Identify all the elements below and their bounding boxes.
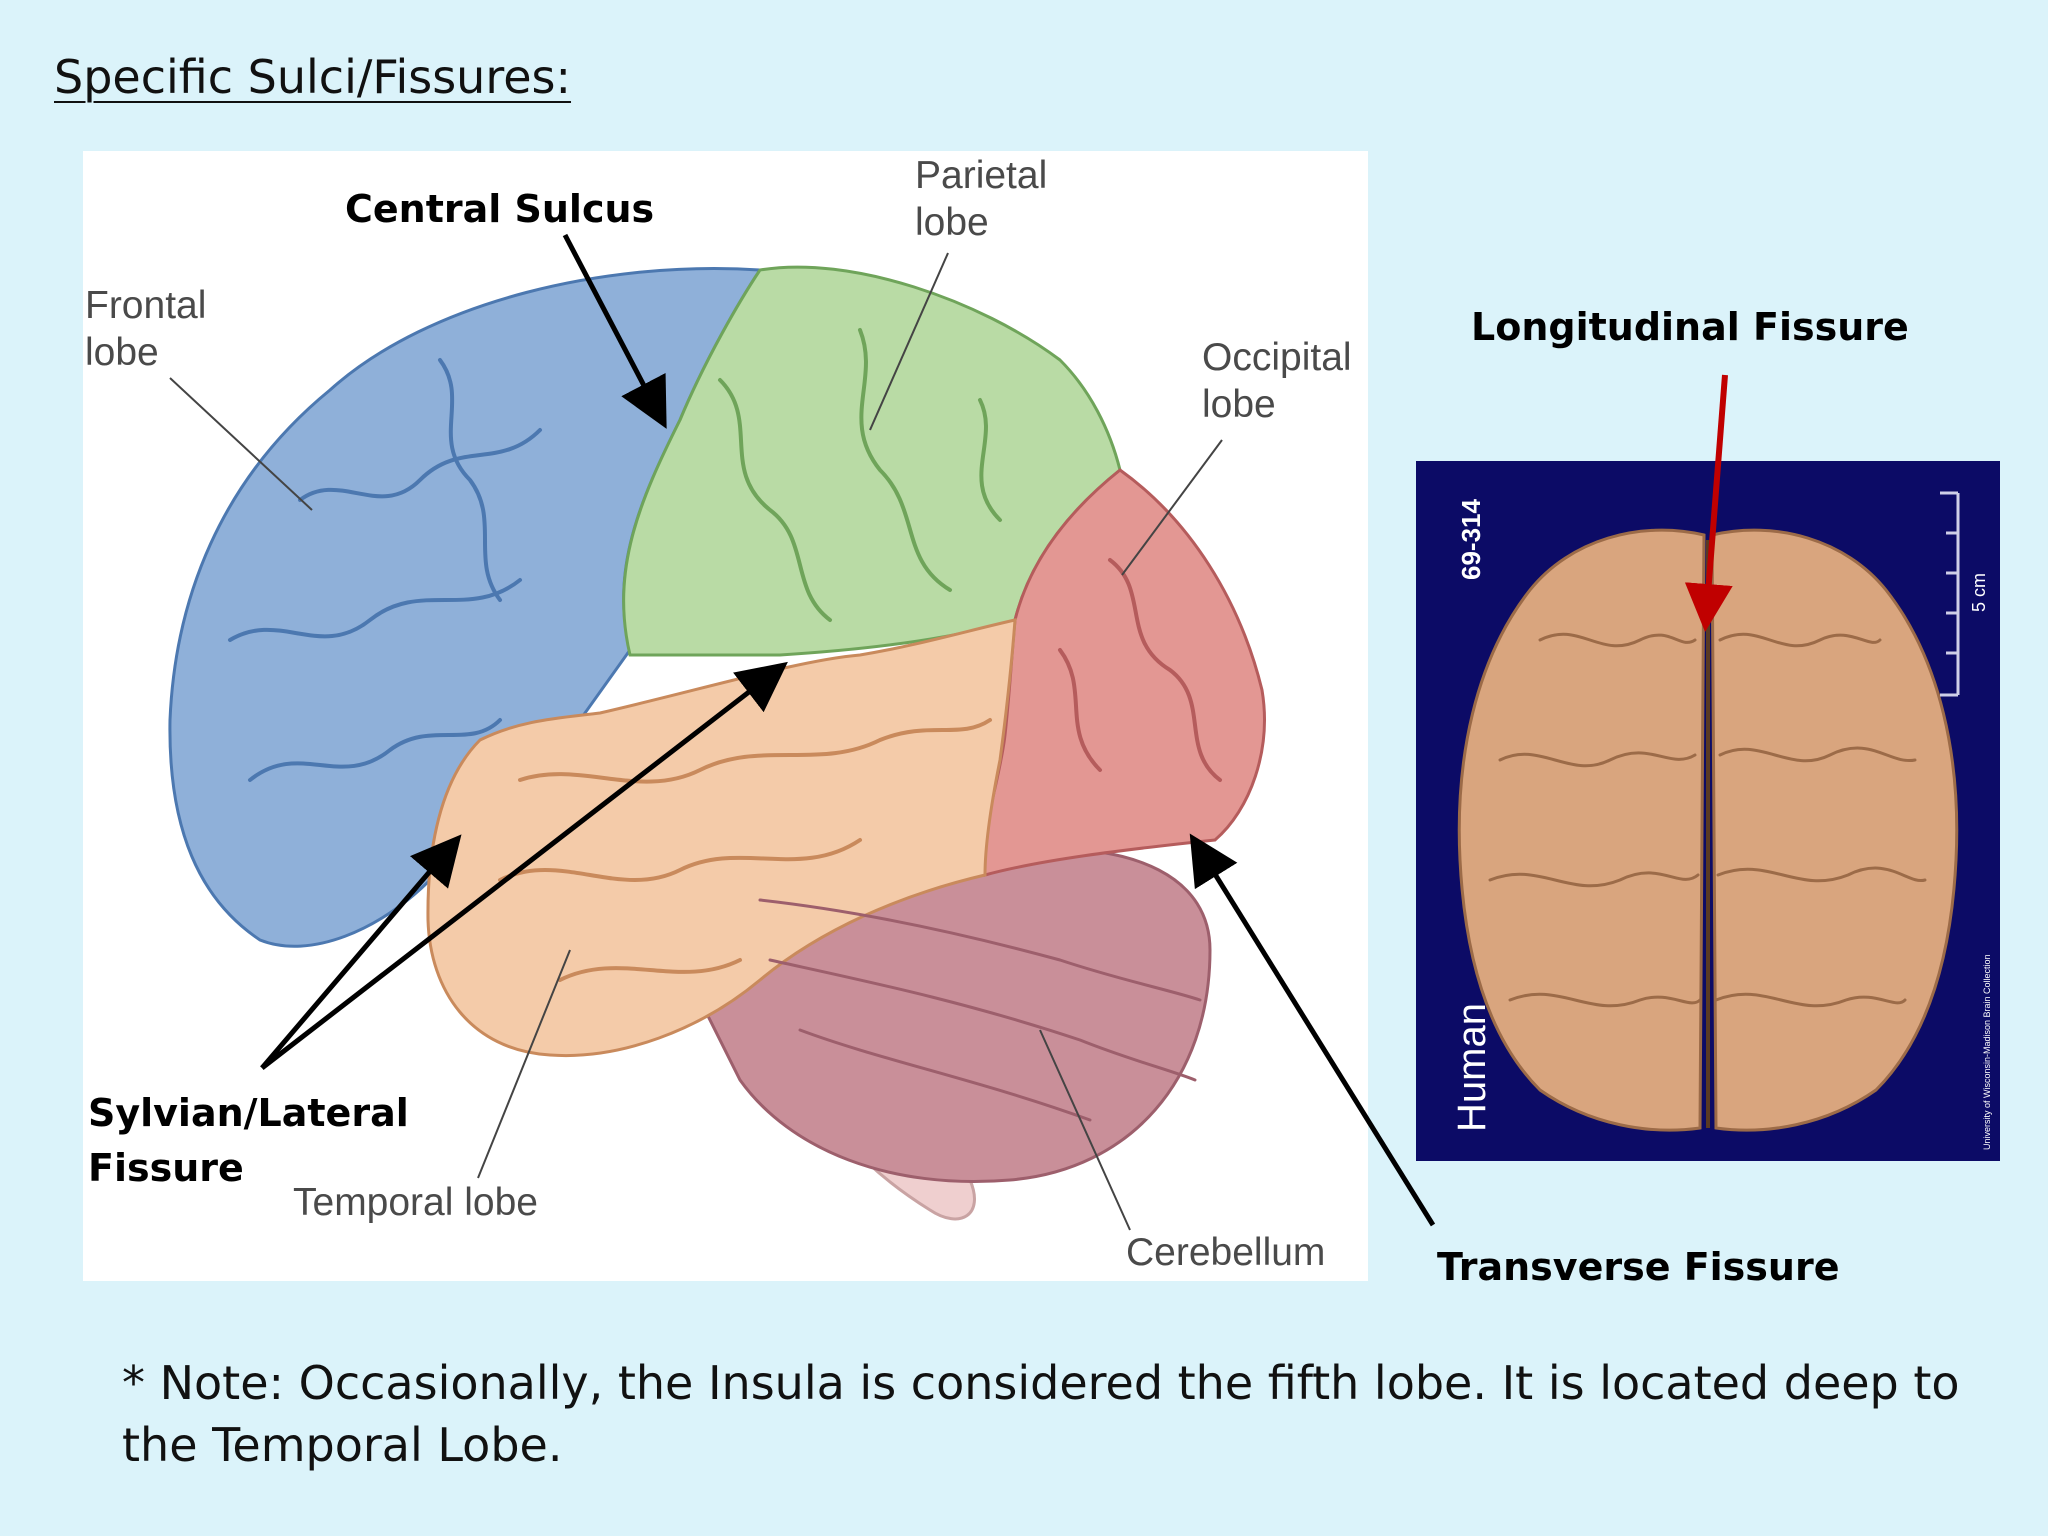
species-label: Human — [1450, 1003, 1494, 1132]
collection-credit: University of Wisconsin-Madison Brain Co… — [1982, 954, 1992, 1150]
specimen-id: 69-314 — [1456, 499, 1486, 580]
gyri-detail — [228, 328, 1222, 1122]
slide-title: Specific Sulci/Fissures: — [54, 50, 572, 104]
longitudinal-fissure-callout: Longitudinal Fissure — [1471, 305, 1909, 349]
superior-brain — [1457, 528, 1959, 1132]
callout-arrows — [260, 233, 1436, 1227]
frontal-lobe-label: Frontal lobe — [85, 284, 207, 374]
longitudinal-fissure-arrow — [1684, 374, 1733, 632]
insula-note: * Note: Occasionally, the Insula is cons… — [122, 1356, 1960, 1472]
central-sulcus-callout: Central Sulcus — [345, 187, 655, 231]
scale-label: 5 cm — [1969, 573, 1989, 612]
transverse-fissure-callout: Transverse Fissure — [1437, 1245, 1840, 1289]
right-hemisphere-shape — [1710, 528, 1959, 1132]
parietal-lobe-label: Parietal lobe — [915, 154, 1048, 244]
cerebellum-label: Cerebellum — [1126, 1231, 1326, 1274]
sylvian-fissure-callout: Sylvian/Lateral Fissure — [88, 1091, 409, 1191]
occipital-lobe-label: Occipital lobe — [1202, 336, 1352, 426]
scale-bar — [1940, 491, 1960, 697]
temporal-lobe-label: Temporal lobe — [293, 1181, 538, 1224]
left-hemisphere-shape — [1457, 528, 1706, 1132]
label-leaders — [169, 252, 1223, 1231]
